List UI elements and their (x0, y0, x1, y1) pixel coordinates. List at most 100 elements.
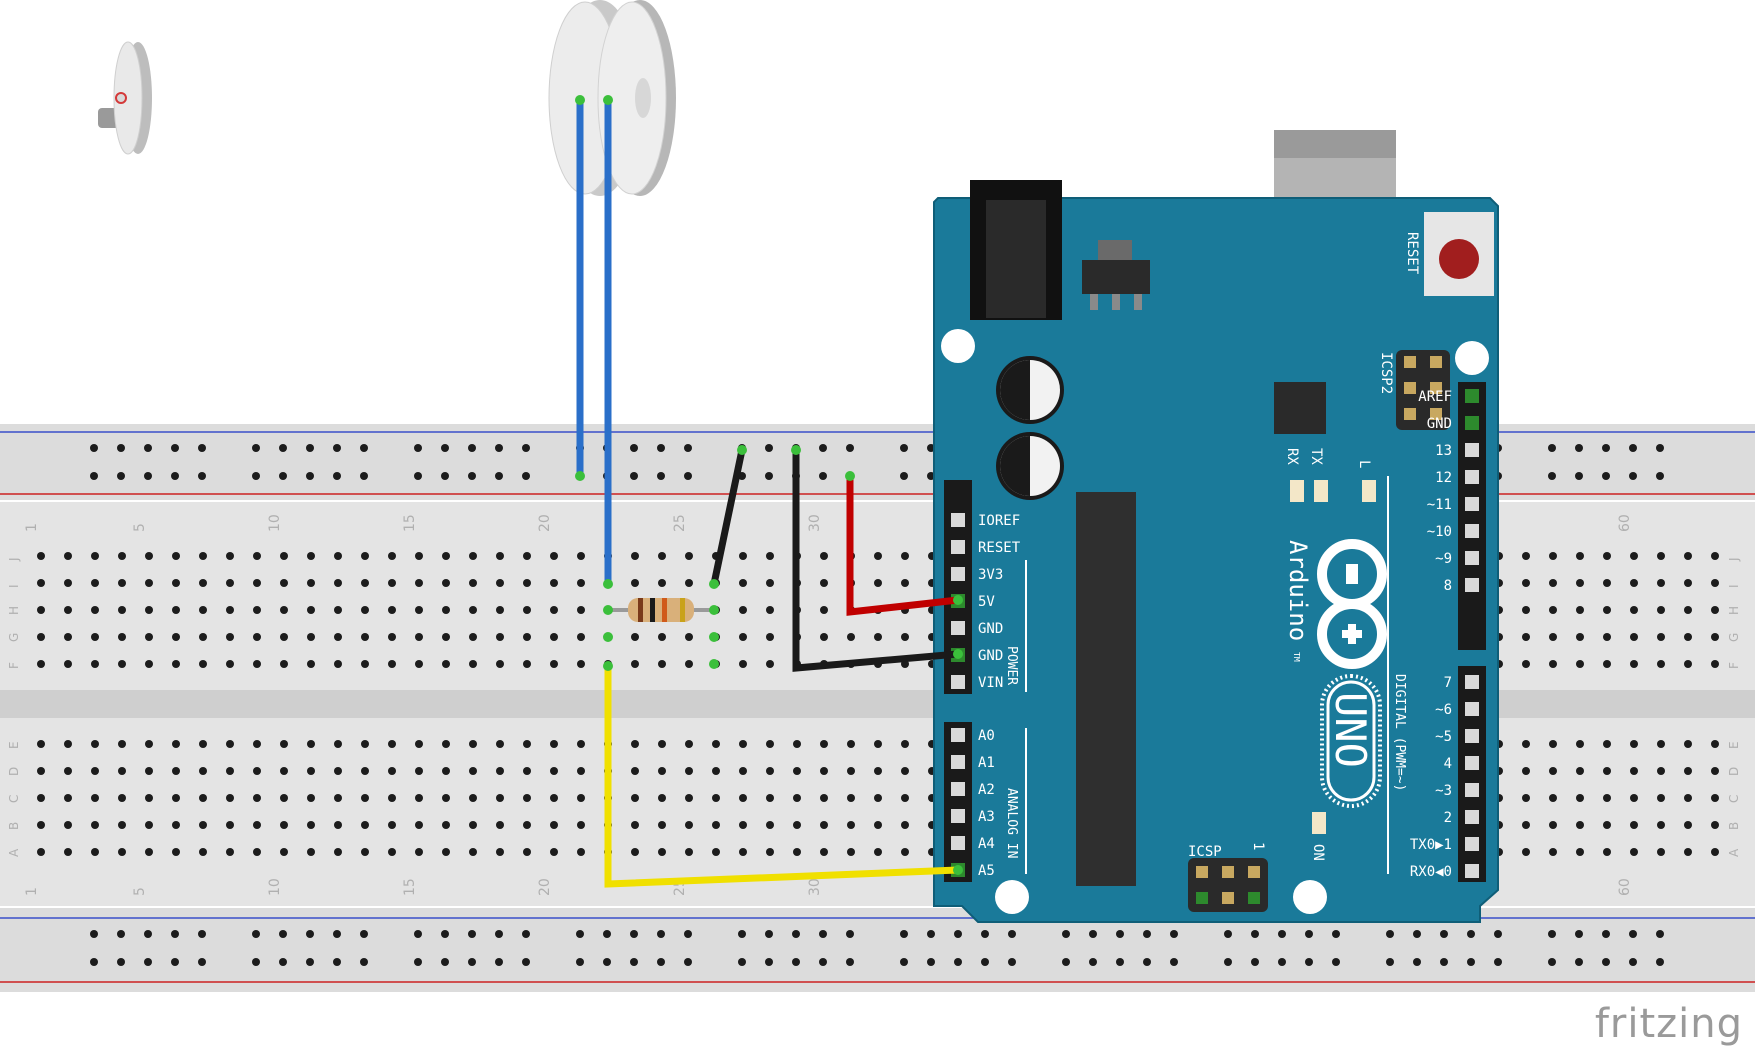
rail-hole (1656, 958, 1664, 966)
breadboard-hole (145, 767, 153, 775)
breadboard-hole (550, 579, 558, 587)
breadboard-hole (1684, 606, 1692, 614)
connection-dot (845, 471, 855, 481)
header-pin[interactable] (951, 621, 965, 635)
breadboard-hole (442, 552, 450, 560)
header-pin[interactable] (1465, 729, 1479, 743)
header-pin[interactable] (1465, 756, 1479, 770)
breadboard-hole (1522, 552, 1530, 560)
reset-label: RESET (1404, 232, 1420, 275)
breadboard-hole (1522, 606, 1530, 614)
rail-hole (117, 958, 125, 966)
breadboard-hole (685, 848, 693, 856)
breadboard-hole (37, 848, 45, 856)
rail-hole (1170, 930, 1178, 938)
header-pin[interactable] (1465, 497, 1479, 511)
breadboard-hole (280, 794, 288, 802)
breadboard-hole (118, 767, 126, 775)
header-pin[interactable] (1465, 810, 1479, 824)
rail-hole (900, 930, 908, 938)
breadboard-hole (1603, 660, 1611, 668)
row-letter: J (7, 557, 21, 562)
breadboard-hole (1549, 740, 1557, 748)
rail-hole (441, 930, 449, 938)
uno-model: UNO (1326, 692, 1375, 768)
breadboard-hole (1576, 579, 1584, 587)
breadboard-hole (766, 821, 774, 829)
breadboard-hole (280, 660, 288, 668)
header-pin[interactable] (1465, 783, 1479, 797)
header-pin[interactable] (1465, 551, 1479, 565)
rail-hole (279, 930, 287, 938)
rail-hole (333, 444, 341, 452)
rail-hole (846, 444, 854, 452)
breadboard-hole (307, 606, 315, 614)
breadboard-hole (226, 794, 234, 802)
rail-hole (1575, 958, 1583, 966)
header-pin[interactable] (1465, 524, 1479, 538)
rail-hole (1602, 472, 1610, 480)
rail-hole (360, 444, 368, 452)
rail-hole (576, 958, 584, 966)
rail-hole (1251, 958, 1259, 966)
rail-hole (522, 444, 530, 452)
rail-hole (333, 930, 341, 938)
header-pin[interactable] (1465, 864, 1479, 878)
rail-hole (1656, 472, 1664, 480)
rail-hole (576, 930, 584, 938)
breadboard-hole (1576, 552, 1584, 560)
breadboard-hole (847, 821, 855, 829)
header-pin[interactable] (1465, 443, 1479, 457)
breadboard-hole (145, 848, 153, 856)
breadboard-hole (1657, 821, 1665, 829)
header-pin[interactable] (951, 782, 965, 796)
header-pin[interactable] (1465, 675, 1479, 689)
header-pin[interactable] (951, 728, 965, 742)
board-outline (933, 197, 1499, 923)
breadboard-hole (1711, 794, 1719, 802)
breadboard-hole (469, 579, 477, 587)
reset-button[interactable] (1424, 212, 1494, 296)
header-pin[interactable] (951, 809, 965, 823)
header-pin[interactable] (951, 755, 965, 769)
header-pin[interactable] (951, 675, 965, 689)
breadboard-hole (874, 767, 882, 775)
breadboard-hole (1603, 767, 1611, 775)
l-label: L (1356, 460, 1372, 468)
header-pin[interactable] (1465, 837, 1479, 851)
header-pin[interactable] (951, 567, 965, 581)
rail-hole (333, 958, 341, 966)
header-pin[interactable] (951, 836, 965, 850)
header-pin[interactable] (1465, 702, 1479, 716)
breadboard-hole (874, 848, 882, 856)
rail-hole (1116, 930, 1124, 938)
rail-hole (1575, 444, 1583, 452)
breadboard-hole (631, 794, 639, 802)
header-pin[interactable] (951, 513, 965, 527)
breadboard-hole (1711, 579, 1719, 587)
breadboard-hole (820, 552, 828, 560)
breadboard-hole (469, 740, 477, 748)
breadboard-hole (280, 767, 288, 775)
breadboard-hole (1630, 767, 1638, 775)
header-pin[interactable] (1465, 470, 1479, 484)
breadboard-hole (118, 633, 126, 641)
rail-hole (1629, 958, 1637, 966)
breadboard-hole (253, 552, 261, 560)
header-pin[interactable] (951, 540, 965, 554)
header-pin[interactable] (1465, 389, 1479, 403)
breadboard-hole (91, 633, 99, 641)
breadboard-hole (226, 552, 234, 560)
breadboard-hole (1603, 848, 1611, 856)
rail-hole (1548, 930, 1556, 938)
rail-hole (792, 958, 800, 966)
rail-hole (657, 444, 665, 452)
mount-hole (995, 880, 1029, 914)
header-pin[interactable] (1465, 578, 1479, 592)
header-pin[interactable] (1465, 416, 1479, 430)
row-letter: G (1727, 633, 1741, 642)
rail-hole (1332, 958, 1340, 966)
rail-hole (468, 444, 476, 452)
breadboard-hole (631, 660, 639, 668)
rail-hole (1629, 444, 1637, 452)
